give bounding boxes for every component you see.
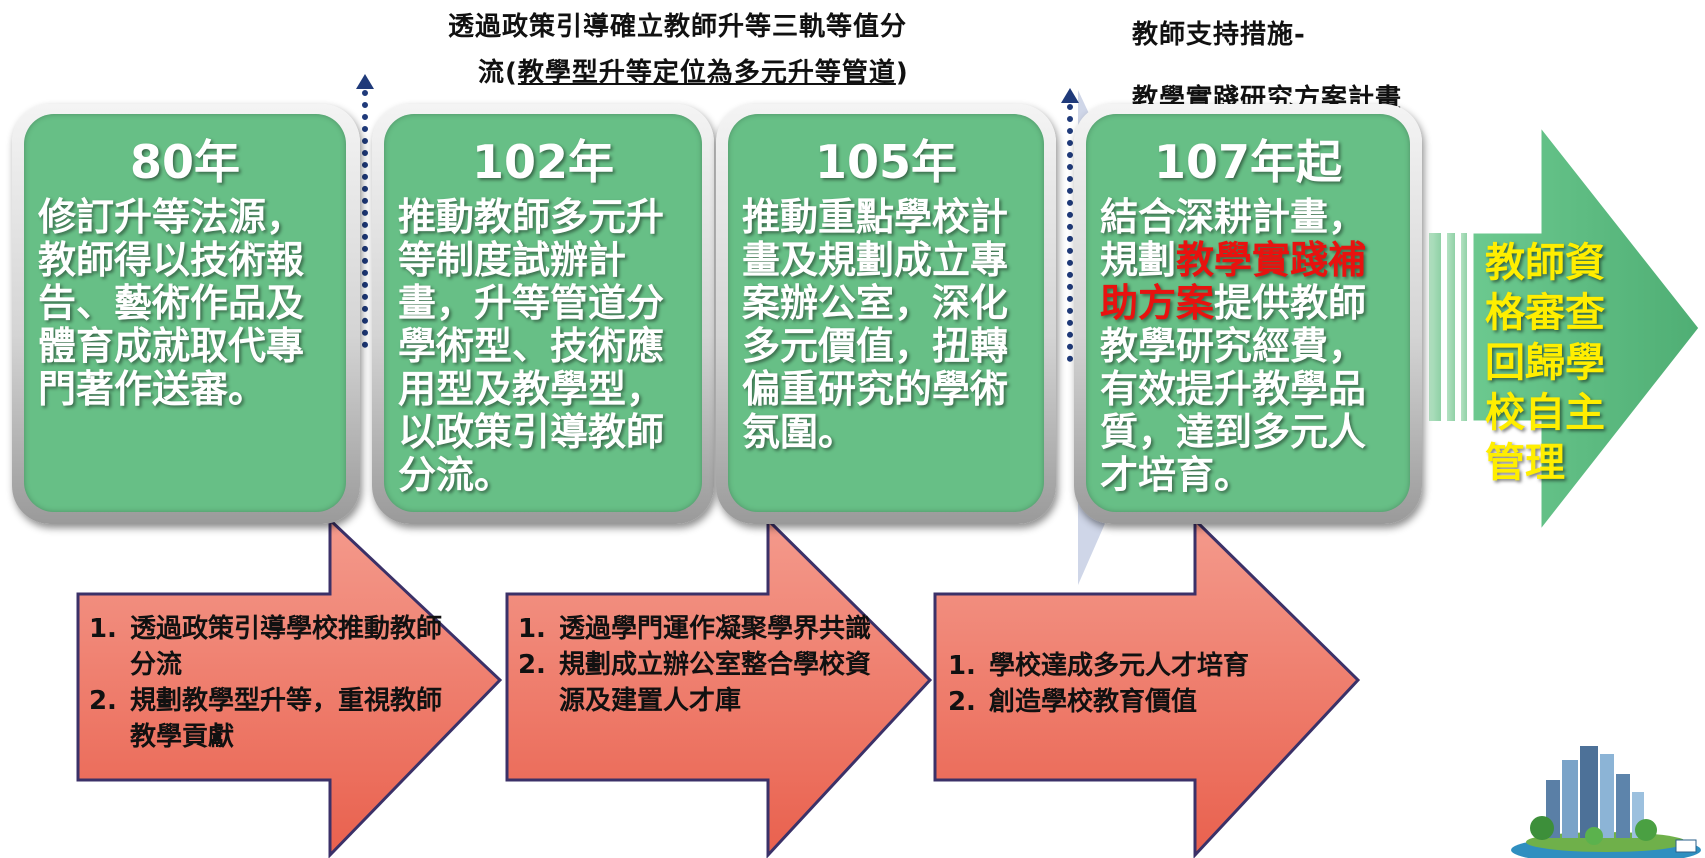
milestone-year: 107年起	[1153, 135, 1343, 189]
bottom-arrow-item: 規劃教學型升等，重視教師教學貢獻	[126, 683, 446, 755]
milestone-text-highlight: 教學實踐補助方案	[1100, 238, 1367, 325]
goal-arrow	[1470, 120, 1702, 537]
dotted-arrow-2-head	[1061, 88, 1079, 103]
milestone-text-before: 結合深耕計畫，規劃	[1100, 195, 1367, 282]
milestone-text: 結合深耕計畫，規劃教學實踐補助方案提供教師教學研究經費，有效提升教學品質，達到多…	[1100, 196, 1396, 497]
dotted-arrow-1-head	[356, 74, 374, 89]
dotted-arrow-2-line	[1067, 104, 1073, 362]
policy-caption-prefix: 流(	[478, 58, 518, 88]
bottom-arrow-item: 透過學門運作凝聚學界共識	[555, 611, 885, 647]
policy-caption-line2: 流(教學型升等定位為多元升等管道)	[478, 52, 909, 89]
milestone-card-3: 105年 推動重點學校計畫及規劃成立專案辦公室，深化多元價值，扭轉偏重研究的學術…	[728, 114, 1044, 512]
bottom-arrow-2-text: 透過學門運作凝聚學界共識 規劃成立辦公室整合學校資源及建置人才庫	[515, 611, 885, 719]
bottom-arrow-2-shape	[505, 516, 933, 858]
milestone-text: 修訂升等法源，教師得以技術報告、藝術作品及體育成就取代專門著作送審。	[38, 195, 305, 411]
policy-caption-line1: 透過政策引導確立教師升等三軌等值分	[448, 12, 908, 42]
arrow-stripe-3	[1459, 231, 1469, 423]
bottom-arrow-3-text: 學校達成多元人才培育 創造學校教育價值	[945, 648, 1325, 720]
milestone-year: 105年	[814, 135, 958, 189]
arrow-stripe-1	[1427, 231, 1443, 423]
milestone-text-after: 提供教師教學研究經費，有效提升教學品質，達到多元人才培育。	[1100, 281, 1367, 497]
arrow-stripe-2	[1445, 231, 1457, 423]
milestone-text: 推動重點學校計畫及規劃成立專案辦公室，深化多元價值，扭轉偏重研究的學術氛圍。	[742, 195, 1009, 454]
milestone-card-2: 102年 推動教師多元升等制度試辦計畫，升等管道分學術型、技術應用型及教學型，以…	[384, 114, 702, 512]
milestone-text: 推動教師多元升等制度試辦計畫，升等管道分學術型、技術應用型及教學型，以政策引導教…	[398, 195, 665, 497]
goal-text: 教師資格審查回歸學校自主管理	[1485, 240, 1605, 486]
support-caption-line1: 教師支持措施-	[1132, 20, 1306, 50]
bottom-arrow-1-text: 透過政策引導學校推動教師分流 規劃教學型升等，重視教師教學貢獻	[86, 611, 446, 755]
bottom-arrow-3-shape	[933, 516, 1361, 858]
policy-caption-suffix: )	[895, 58, 909, 88]
policy-caption-underlined: 教學型升等定位為多元升等管道	[517, 58, 896, 88]
bottom-arrow-item: 創造學校教育價值	[985, 684, 1325, 720]
dotted-arrow-1-line	[362, 90, 368, 348]
bottom-arrow-1-shape	[76, 516, 503, 858]
milestone-card-4: 107年起 結合深耕計畫，規劃教學實踐補助方案提供教師教學研究經費，有效提升教學…	[1086, 114, 1410, 512]
bottom-arrow-item: 規劃成立辦公室整合學校資源及建置人才庫	[555, 647, 885, 719]
city-buildings-icon	[1511, 746, 1701, 858]
bottom-arrow-item: 透過政策引導學校推動教師分流	[126, 611, 446, 683]
bottom-arrow-item: 學校達成多元人才培育	[985, 648, 1325, 684]
milestone-year: 102年	[471, 135, 615, 189]
milestone-card-1: 80年 修訂升等法源，教師得以技術報告、藝術作品及體育成就取代專門著作送審。	[24, 114, 346, 512]
milestone-year: 80年	[129, 135, 240, 189]
